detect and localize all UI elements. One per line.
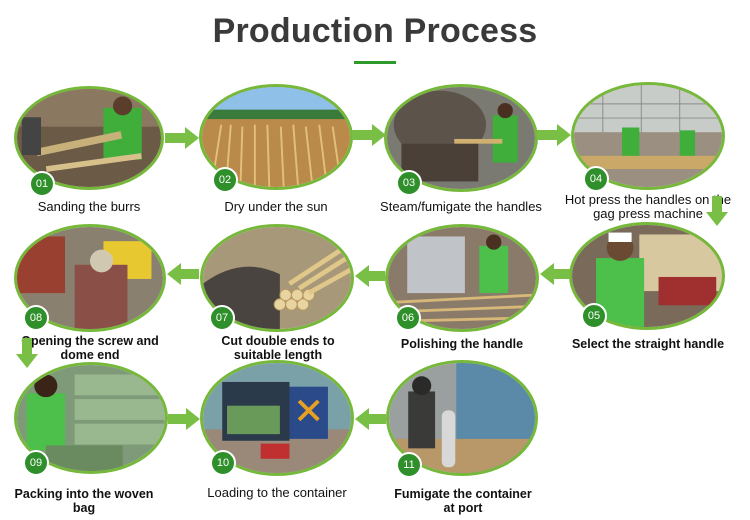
step-02-label: Dry under the sun xyxy=(224,199,328,214)
arrow-down-icon xyxy=(706,196,728,226)
arrow-right-icon xyxy=(537,124,571,146)
step-02-photo xyxy=(199,84,353,190)
step-01-label: Sanding the burrs xyxy=(37,199,141,214)
step-06-photo xyxy=(385,224,539,332)
arrow-down-icon xyxy=(16,338,38,368)
arrow-right-icon xyxy=(165,127,199,149)
arrow-left-icon xyxy=(540,263,570,285)
arrow-left-icon xyxy=(355,408,386,430)
step-02-number-badge: 02 xyxy=(212,167,238,193)
step-04-number-badge: 04 xyxy=(583,166,609,192)
arrow-right-icon xyxy=(168,408,200,430)
step-08-label: Opening the screw and dome end xyxy=(21,334,159,362)
step-05-number-badge: 05 xyxy=(581,303,607,329)
step-03-number-badge: 03 xyxy=(396,170,422,196)
step-05-label: Select the straight handle xyxy=(571,337,725,351)
page-title: Production Process xyxy=(212,12,538,50)
step-04-label: Hot press the handles on the gag press m… xyxy=(564,192,732,221)
step-10-photo xyxy=(200,360,354,476)
arrow-left-icon xyxy=(355,265,385,287)
step-09-number-badge: 09 xyxy=(23,450,49,476)
step-06-number-badge: 06 xyxy=(395,305,421,331)
step-03-photo xyxy=(384,84,538,192)
step-11-number-badge: 11 xyxy=(396,452,422,478)
arrow-right-icon xyxy=(352,124,386,146)
step-03-label: Steam/fumigate the handles xyxy=(380,199,542,214)
step-07-label: Cut double ends to suitable length xyxy=(221,334,335,362)
title-underline xyxy=(354,61,396,64)
step-11-label: Fumigate the container at port xyxy=(394,487,532,515)
step-10-label: Loading to the container xyxy=(207,485,347,500)
arrow-left-icon xyxy=(167,263,199,285)
step-07-number-badge: 07 xyxy=(209,305,235,331)
step-08-photo xyxy=(14,224,166,332)
step-06-label: Polishing the handle xyxy=(400,337,524,351)
step-10-number-badge: 10 xyxy=(210,450,236,476)
step-08-number-badge: 08 xyxy=(23,305,49,331)
step-09-label: Packing into the woven bag xyxy=(14,487,154,515)
step-01-number-badge: 01 xyxy=(29,171,55,197)
